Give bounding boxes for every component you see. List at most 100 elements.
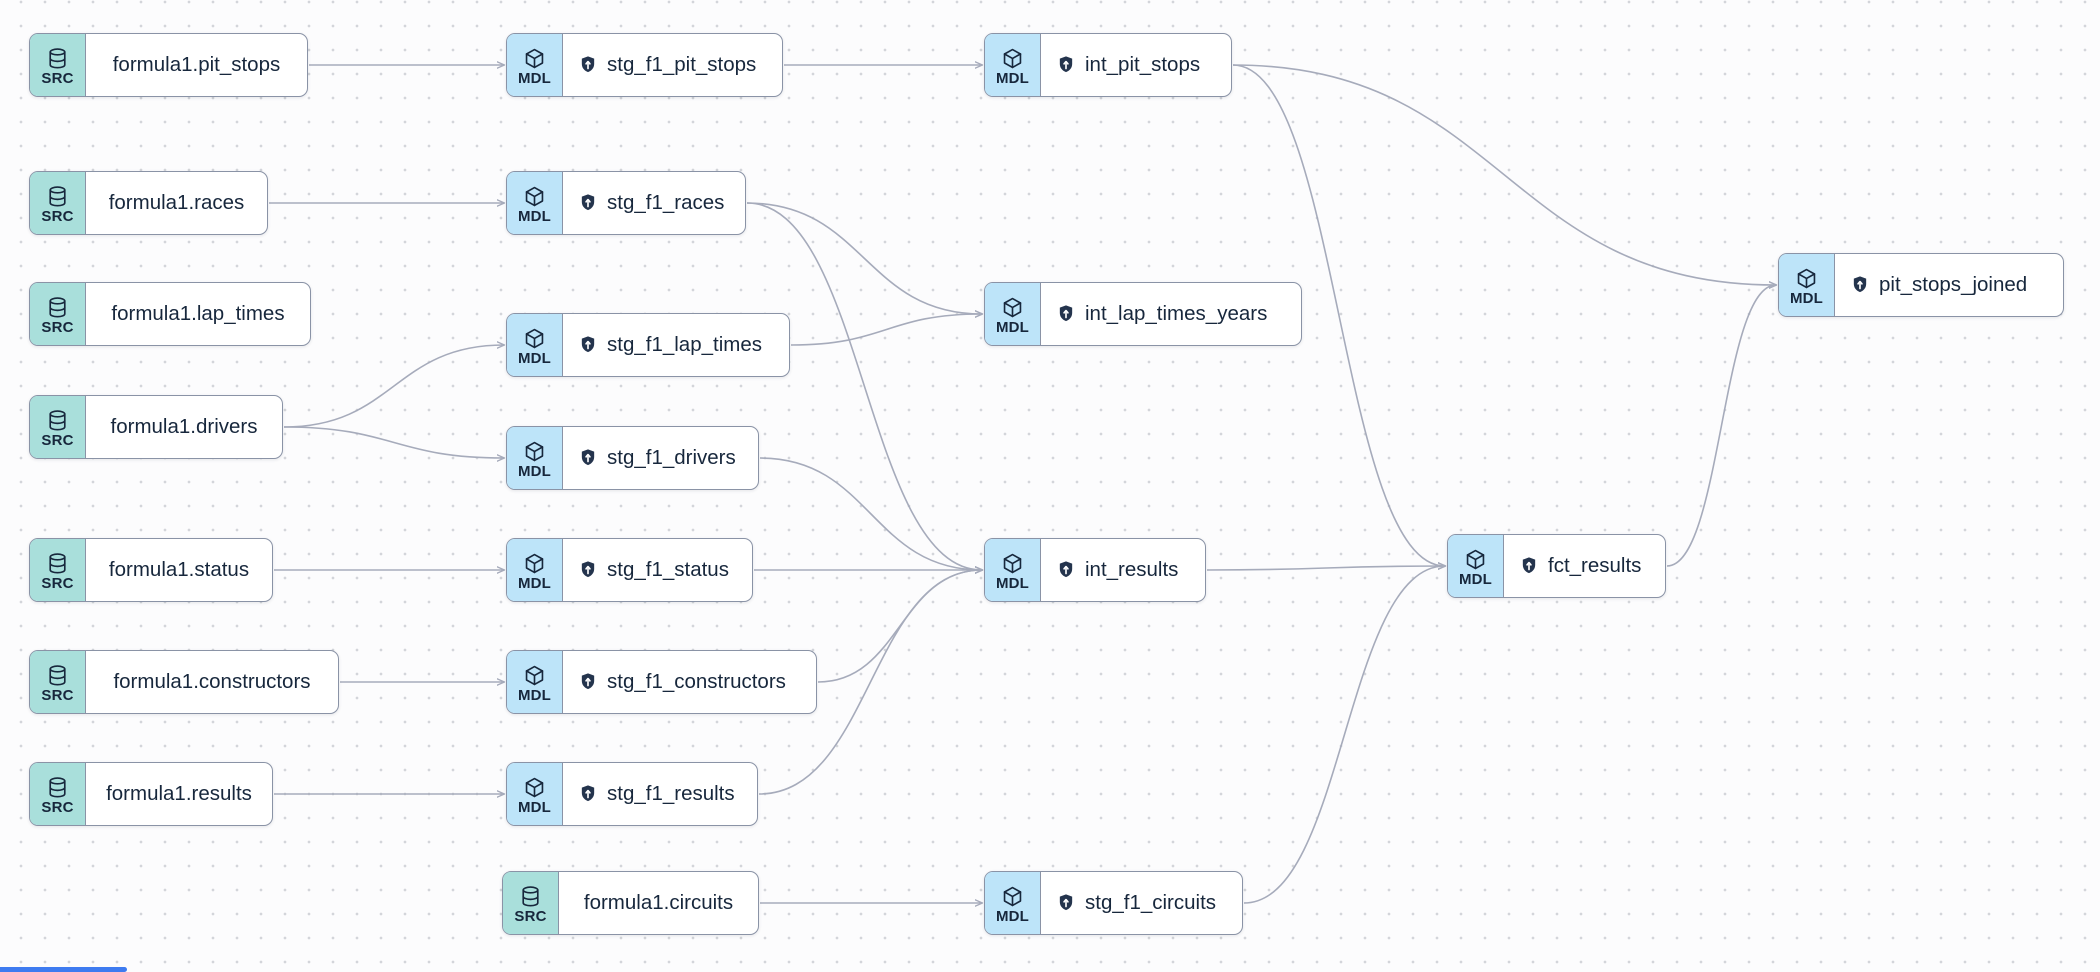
node-type-badge-label: SRC [41,318,74,336]
node-body: formula1.constructors [86,651,338,713]
node-label: stg_f1_constructors [607,669,786,693]
node-stg_f1_constructors[interactable]: MDL stg_f1_constructors [506,650,817,714]
scrollbar-horizontal[interactable] [0,967,127,972]
edge-stg_f1_lap_times-int_lap_times_years [790,314,982,346]
node-type-badge-label: SRC [41,686,74,704]
node-body: stg_f1_pit_stops [563,34,782,96]
node-formula1_status[interactable]: SRC formula1.status [29,538,273,602]
node-type-badge-label: MDL [517,349,552,367]
node-body: stg_f1_status [563,539,752,601]
node-type-badge: MDL [985,872,1041,934]
shield-icon [1059,305,1073,322]
node-type-badge: SRC [30,651,86,713]
shield-icon [581,194,595,211]
node-type-badge-label: SRC [41,69,74,87]
node-int_pit_stops[interactable]: MDL int_pit_stops [984,33,1232,97]
node-body: formula1.results [86,763,272,825]
edge-formula1_drivers-stg_f1_lap_times [283,345,504,428]
cube-icon [525,48,544,68]
node-type-badge-label: MDL [1458,570,1493,588]
node-body: formula1.lap_times [86,283,310,345]
node-label: formula1.circuits [583,890,734,914]
node-fct_results[interactable]: MDL fct_results [1447,534,1666,598]
node-body: formula1.races [86,172,267,234]
node-pit_stops_joined[interactable]: MDL pit_stops_joined [1778,253,2064,317]
database-icon [522,885,539,907]
node-int_results[interactable]: MDL int_results [984,538,1206,602]
node-body: stg_f1_results [563,763,757,825]
node-body: int_results [1041,539,1205,601]
database-icon [49,47,66,69]
node-type-badge-label: SRC [41,574,74,592]
node-stg_f1_races[interactable]: MDL stg_f1_races [506,171,746,235]
database-icon [49,409,66,431]
node-stg_f1_circuits[interactable]: MDL stg_f1_circuits [984,871,1243,935]
edge-stg_f1_races-int_results [746,202,982,570]
node-body: pit_stops_joined [1835,254,2063,316]
node-formula1_constructors[interactable]: SRC formula1.constructors [29,650,339,714]
shield-icon [581,449,595,466]
node-body: stg_f1_races [563,172,745,234]
node-body: stg_f1_circuits [1041,872,1242,934]
edge-int_results-fct_results [1206,566,1445,571]
node-label: int_lap_times_years [1085,301,1268,325]
node-type-badge: MDL [985,539,1041,601]
database-icon [49,776,66,798]
cube-icon [525,553,544,573]
node-body: formula1.drivers [86,396,282,458]
cube-icon [1003,48,1022,68]
node-stg_f1_drivers[interactable]: MDL stg_f1_drivers [506,426,759,490]
node-type-badge: MDL [507,763,563,825]
node-label: formula1.races [108,190,245,214]
node-label: stg_f1_drivers [607,445,736,469]
node-type-badge-label: MDL [995,69,1030,87]
node-label: stg_f1_pit_stops [607,52,757,76]
shield-icon [1059,894,1073,911]
node-body: formula1.pit_stops [86,34,307,96]
node-int_lap_times_years[interactable]: MDL int_lap_times_years [984,282,1302,346]
node-type-badge-label: MDL [1789,289,1824,307]
cube-icon [1003,297,1022,317]
node-type-badge-label: MDL [517,462,552,480]
node-type-badge-label: SRC [41,431,74,449]
node-body: stg_f1_drivers [563,427,758,489]
shield-icon [1522,557,1536,574]
database-icon [49,185,66,207]
edge-stg_f1_drivers-int_results [759,457,982,570]
shield-icon [581,785,595,802]
node-type-badge-label: MDL [995,574,1030,592]
node-body: fct_results [1504,535,1665,597]
node-label: fct_results [1548,553,1642,577]
node-stg_f1_pit_stops[interactable]: MDL stg_f1_pit_stops [506,33,783,97]
node-stg_f1_lap_times[interactable]: MDL stg_f1_lap_times [506,313,790,377]
node-type-badge-label: SRC [41,798,74,816]
node-type-badge: MDL [507,314,563,376]
node-formula1_results[interactable]: SRC formula1.results [29,762,273,826]
node-type-badge: MDL [507,651,563,713]
cube-icon [1466,549,1485,569]
node-type-badge-label: MDL [995,318,1030,336]
node-type-badge-label: MDL [517,798,552,816]
node-type-badge: MDL [1779,254,1835,316]
node-formula1_drivers[interactable]: SRC formula1.drivers [29,395,283,459]
node-formula1_pit_stops[interactable]: SRC formula1.pit_stops [29,33,308,97]
node-stg_f1_status[interactable]: MDL stg_f1_status [506,538,753,602]
node-label: formula1.drivers [110,414,258,438]
node-label: stg_f1_results [607,781,735,805]
node-type-badge: SRC [30,396,86,458]
node-body: int_lap_times_years [1041,283,1301,345]
node-type-badge: SRC [30,34,86,96]
database-icon [49,552,66,574]
node-formula1_races[interactable]: SRC formula1.races [29,171,268,235]
node-formula1_lap_times[interactable]: SRC formula1.lap_times [29,282,311,346]
node-label: formula1.lap_times [111,301,285,325]
node-stg_f1_results[interactable]: MDL stg_f1_results [506,762,758,826]
node-formula1_circuits[interactable]: SRC formula1.circuits [502,871,759,935]
node-type-badge: SRC [30,763,86,825]
edge-int_pit_stops-fct_results [1232,64,1445,566]
edge-int_pit_stops-pit_stops_joined [1232,64,1776,285]
cube-icon [525,441,544,461]
cube-icon [525,328,544,348]
